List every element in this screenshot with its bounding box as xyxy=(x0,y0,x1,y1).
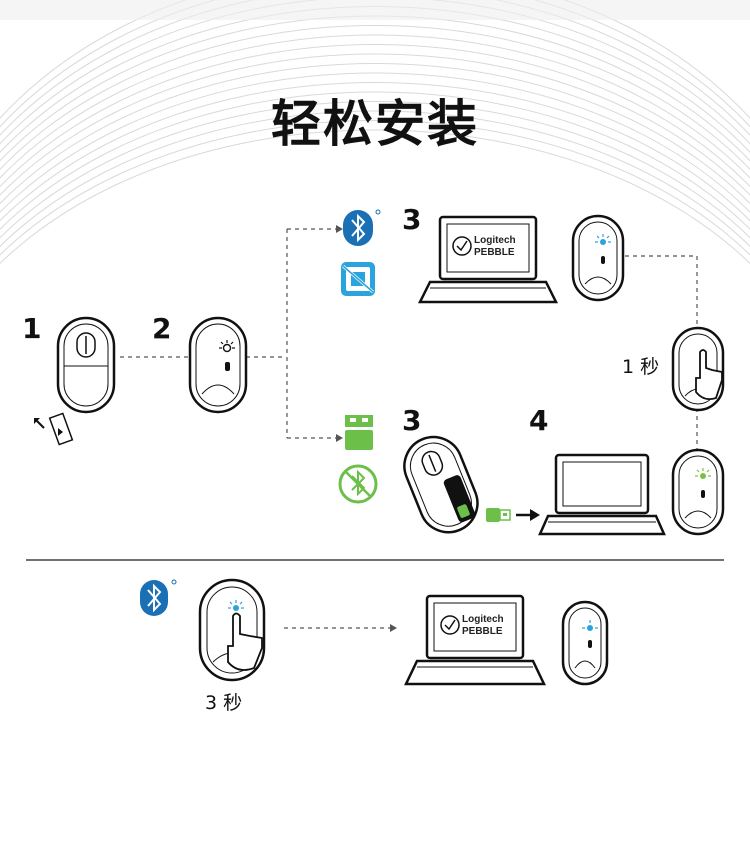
finger-press-icon xyxy=(695,349,723,401)
step-number: 3 xyxy=(402,404,422,437)
page-title: 轻松安装 xyxy=(271,95,479,153)
step-number: 3 xyxy=(402,203,422,236)
dashed-connectors xyxy=(120,228,698,629)
bluetooth-icon xyxy=(140,579,177,616)
no-bluetooth-icon xyxy=(338,464,378,504)
step-number: 4 xyxy=(529,404,549,437)
screen-line-model: PEBBLE xyxy=(474,247,515,258)
laptop-icon xyxy=(417,215,559,304)
mouse-icon xyxy=(571,214,625,302)
bluetooth-icon xyxy=(343,209,381,246)
no-receiver-icon xyxy=(341,262,375,296)
laptop-icon xyxy=(538,453,666,536)
mouse-icon xyxy=(561,600,609,686)
mouse-icon xyxy=(188,316,248,414)
laptop-screen-text: Logitech PEBBLE xyxy=(474,235,516,259)
step-number: 2 xyxy=(152,312,172,345)
arrow-icon xyxy=(516,509,540,521)
usb-receiver-icon xyxy=(486,508,511,522)
screen-line-brand: Logitech xyxy=(462,614,504,625)
screen-line-model: PEBBLE xyxy=(462,626,503,637)
mouse-icon xyxy=(671,448,725,536)
battery-tab-icon xyxy=(34,412,74,446)
usb-receiver-icon xyxy=(345,415,373,450)
mouse-icon xyxy=(403,435,479,534)
finger-press-icon xyxy=(227,612,263,671)
mouse-icon xyxy=(56,316,116,414)
hold-duration-label: 1 秒 xyxy=(622,356,660,378)
step-number: 1 xyxy=(22,312,42,345)
hold-duration-label: 3 秒 xyxy=(205,692,243,714)
screen-line-brand: Logitech xyxy=(474,235,516,246)
laptop-icon xyxy=(404,594,546,686)
arrow-icon xyxy=(336,225,397,632)
laptop-screen-text: Logitech PEBBLE xyxy=(462,614,504,638)
